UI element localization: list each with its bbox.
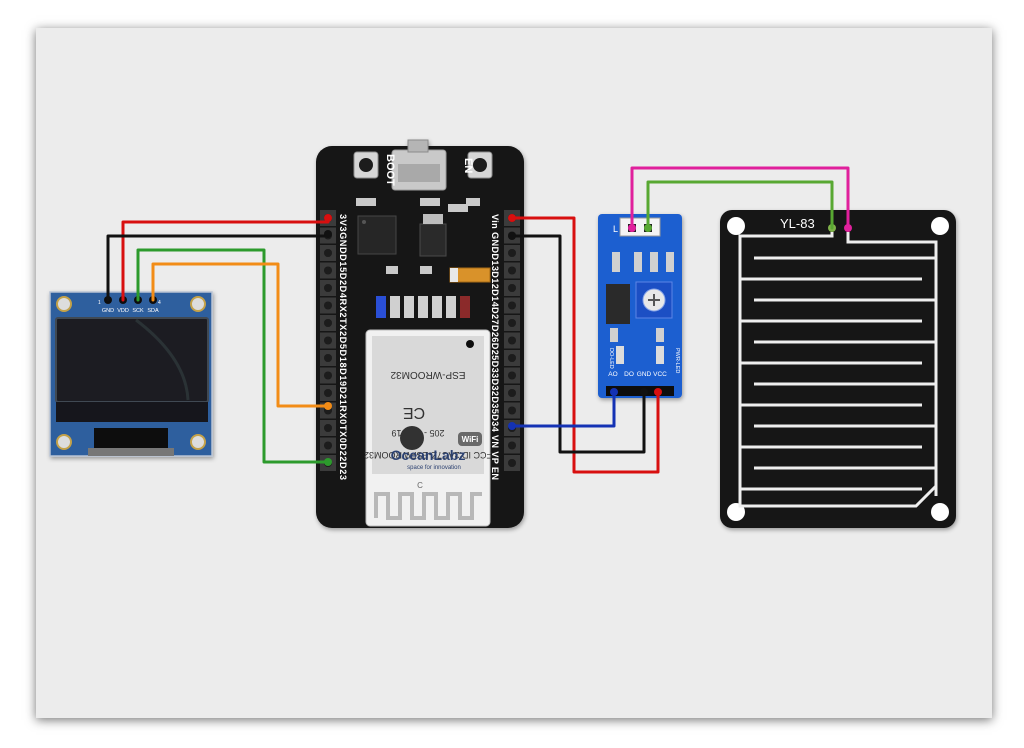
wire-end (324, 230, 332, 238)
header-pin-hole (324, 301, 332, 310)
wire-end (324, 214, 332, 222)
header-pin-hole (324, 319, 332, 327)
wroom-module: FCC ID:2AC7Z-ESPWROOM32 205 - 000519 ESP… (364, 329, 492, 527)
header-pin-hole (508, 301, 516, 310)
comparator-chip (606, 284, 630, 324)
module-tagline: space for innovation (407, 465, 461, 471)
pwr-led (656, 346, 664, 364)
esp32-left-header (320, 210, 336, 471)
sensor-pin-label: DO (624, 371, 634, 378)
oled-pin-number: 1 (98, 300, 101, 306)
sensor-top-pin-label: L (613, 224, 618, 234)
header-pin-hole (324, 441, 332, 450)
en-label: EN (462, 158, 474, 173)
rain-plate: YL-83 (720, 210, 956, 528)
oled-display: 1 4 GND VDD SCK SDA (49, 291, 213, 457)
header-pin-hole (508, 371, 516, 380)
wire-gnd-gnd2 (510, 234, 646, 454)
sensor-pin-label: VCC (653, 371, 667, 378)
header-pin-hole (508, 406, 516, 415)
header-pin-hole (324, 354, 332, 362)
oled-pin-label: SDA (147, 308, 159, 314)
wire-plate-pink (630, 166, 850, 230)
antenna-trace (374, 492, 482, 520)
module-pin1-dot (466, 340, 474, 348)
header-pin-hole (508, 284, 516, 292)
esp32-right-header (504, 210, 520, 471)
header-pin-hole (324, 389, 332, 397)
header-pin-hole (508, 336, 516, 345)
header-pin-hole (508, 266, 516, 275)
rain-sensor-module: L DO-LED PWR-LED AO DO GND VCC (598, 214, 682, 398)
wire-vin-vcc (510, 216, 660, 474)
wire-gnd-gnd (106, 232, 330, 302)
esp32-board: BOOT EN FCC ID:2AC7Z-ESPWROOM32 205 (316, 139, 524, 528)
oled-mount-hole (190, 434, 206, 450)
plate-mount-hole (931, 503, 949, 521)
sensor-pin-label: GND (637, 371, 652, 378)
oled-pin-number: 4 (158, 300, 161, 306)
wire-sck-d18 (136, 248, 330, 464)
plate-label: YL-83 (780, 216, 815, 231)
wire-end (640, 388, 648, 396)
led-label: PWR-LED (674, 348, 680, 373)
circuit-diagram: 1 4 GND VDD SCK SDA BOOT EN (49, 139, 956, 528)
module-brand: OceanLabz (391, 447, 466, 463)
module-wifi-badge: WiFi (462, 435, 479, 444)
wire-end (610, 388, 618, 396)
header-pin-hole (508, 319, 516, 327)
header-pin-hole (324, 284, 332, 292)
wire-end (324, 402, 332, 410)
header-pin-hole (508, 389, 516, 397)
esp32-right-pin-labels: Vin GNDD13D12D14D27D26D25D33D32D35D34 VN… (490, 214, 500, 480)
oled-mount-hole (56, 296, 72, 312)
header-pin-hole (324, 266, 332, 275)
header-pin-hole (508, 354, 516, 362)
wire-end (324, 458, 332, 466)
oled-pin-label: GND (102, 308, 114, 314)
esp32-left-pin-labels: 3V3GNDD15D2D4RX2TX2D5D18D19D21RX0TX0D22D… (338, 214, 348, 480)
svg-text:CE: CE (403, 404, 425, 421)
header-pin-hole (508, 441, 516, 450)
plate-mount-hole (727, 217, 745, 235)
wifi-logo-icon (400, 426, 424, 450)
wire-plate-green (646, 180, 834, 230)
sensor-pin-label: AO (608, 371, 617, 378)
wire-end (508, 232, 516, 240)
wire-end (644, 224, 652, 232)
regulator-chip (419, 223, 447, 257)
ce-mark: CE (403, 404, 425, 421)
plate-mount-hole (931, 217, 949, 235)
header-pin-hole (324, 249, 332, 257)
diagram-canvas: 1 4 GND VDD SCK SDA BOOT EN (36, 28, 992, 718)
oled-mount-hole (56, 434, 72, 450)
wire-end (628, 224, 636, 232)
wire-end (654, 388, 662, 396)
oled-pin-label: SCK (132, 308, 144, 314)
oled-mount-hole (190, 296, 206, 312)
wire-end (508, 214, 516, 222)
module-antenna-mark: C (417, 481, 423, 490)
header-pin-hole (324, 336, 332, 345)
boot-label: BOOT (384, 154, 396, 186)
module-fcc-id: FCC ID:2AC7Z-ESPWROOM32 (364, 450, 492, 460)
header-pin-hole (508, 249, 516, 257)
header-pin-hole (324, 371, 332, 380)
wires (106, 166, 850, 474)
header-pin-hole (508, 459, 516, 467)
plate-traces (738, 232, 938, 508)
wire-sda-d21 (151, 262, 330, 408)
led-label: DO-LED (608, 348, 614, 369)
wire-end (508, 422, 516, 430)
do-led (616, 346, 624, 364)
header-pin-hole (324, 424, 332, 432)
wire-d34-ao (510, 390, 616, 428)
oled-pin-label: VDD (117, 308, 129, 314)
module-model: ESP-WROOM32 (390, 369, 465, 380)
